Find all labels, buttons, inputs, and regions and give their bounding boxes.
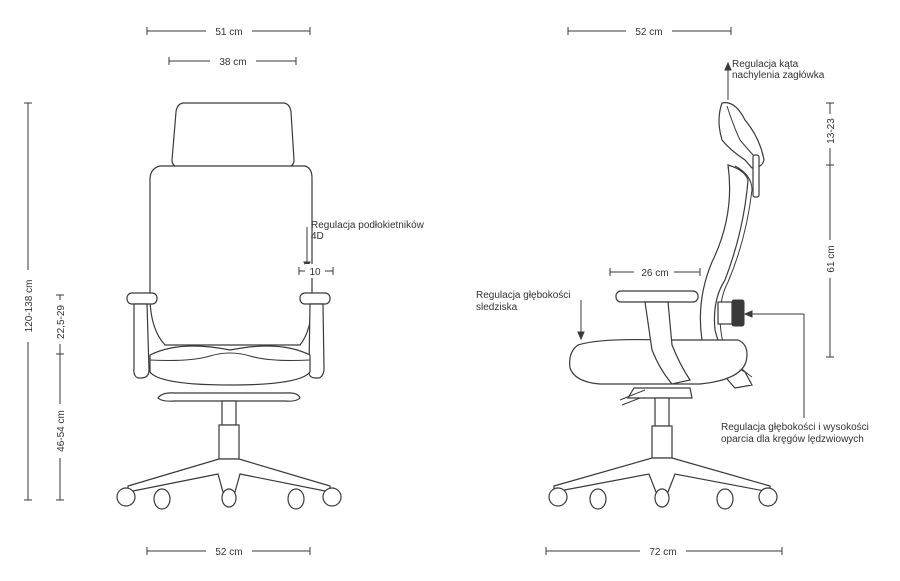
lumbar-knob — [717, 299, 745, 327]
front-column — [221, 400, 237, 426]
side-casters — [548, 487, 778, 510]
front-dim-lines — [21, 24, 334, 558]
seat-depth-callout-line2: sledziska — [476, 302, 518, 313]
front-height-label: 120-138 cm — [24, 280, 35, 333]
side-depth-label: 72 cm — [649, 547, 676, 558]
armrest-offset-label: 10 — [309, 267, 321, 278]
front-headrest — [171, 102, 295, 168]
front-base — [127, 458, 331, 493]
side-column — [654, 397, 670, 427]
lumbar-callout-line1: Regulacja głębokości i wysokości — [721, 422, 869, 433]
armrest-callout-line1: Regulacja podłokietników — [311, 220, 425, 231]
front-armrest-left — [126, 292, 158, 379]
side-dim-lines — [545, 24, 837, 558]
headrest-callout-line2: nachylenia zagłówka — [732, 70, 825, 81]
side-chair — [548, 102, 778, 510]
side-base — [553, 457, 771, 493]
front-casters — [116, 487, 342, 510]
side-width-label: 52 cm — [635, 27, 662, 38]
front-seat-height-label: 46-54 cm — [56, 410, 67, 452]
front-base-width-label: 52 cm — [215, 547, 242, 558]
front-backrest — [149, 165, 313, 346]
seat-depth-callout-line1: Regulacja głębokości — [476, 290, 571, 301]
front-armrest-height-label: 22,5-29 — [56, 305, 67, 339]
lumbar-callout-line2: oparcia dla kręgów lędzwiowych — [721, 434, 864, 445]
front-chair — [116, 102, 342, 510]
front-backrest-width-label: 38 cm — [219, 57, 246, 68]
side-armrest — [615, 290, 699, 385]
front-seat — [149, 345, 311, 386]
front-width-label: 51 cm — [215, 27, 242, 38]
backrest-height-label: 61 cm — [826, 245, 837, 272]
headrest-callout-line1: Regulacja kąta — [732, 59, 799, 70]
headrest-range-label: 13-23 — [826, 118, 837, 144]
armrest-callout-line2: 4D — [311, 231, 324, 242]
armrest-span-label: 26 cm — [641, 268, 668, 279]
